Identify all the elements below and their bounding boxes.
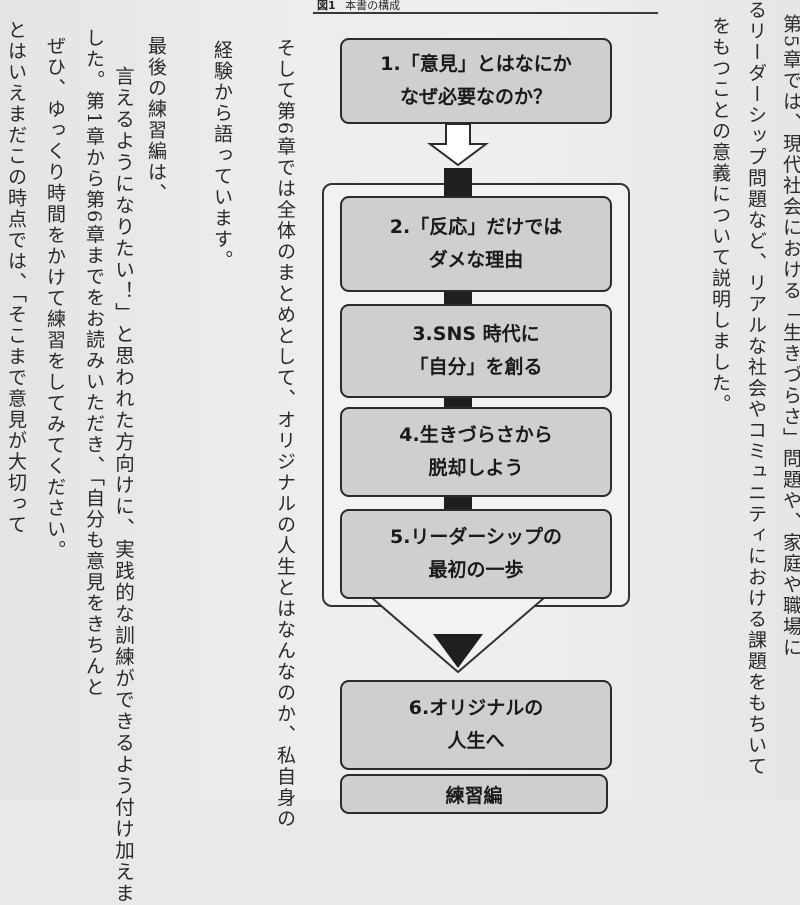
arrow-down-icon xyxy=(427,123,489,167)
flow-arrows xyxy=(369,123,547,674)
text-column: 経験から語っています。 xyxy=(211,40,233,271)
connector-bar xyxy=(444,396,472,410)
step-1-title: 1.「意見」とはなにか xyxy=(380,52,572,75)
step-2-title: 2.「反応」だけでは xyxy=(389,215,563,238)
text-column: 第5章では、現代社会における「生きづらさ」問題や、家庭や職場に xyxy=(780,14,800,659)
figure-label: 図1 xyxy=(317,0,336,12)
step-3-title: 3.SNS 時代に xyxy=(412,322,540,345)
connector-bar xyxy=(444,168,472,198)
step-6-title: 6.オリジナルの xyxy=(408,696,544,719)
step-1-subtitle: なぜ必要なのか？ xyxy=(399,86,552,108)
arrow-down-icon xyxy=(433,634,483,668)
connector-bar xyxy=(444,495,472,509)
figure-header: 図1 本書の構成 xyxy=(313,0,658,14)
step-5-box: 5.リーダーシップの 最初の一歩 xyxy=(340,509,612,599)
step-1-box: 1.「意見」とはなにか なぜ必要なのか？ xyxy=(340,38,612,124)
connector-bar xyxy=(444,290,472,304)
figure-title: 本書の構成 xyxy=(345,0,401,12)
step-7-box: 練習編 xyxy=(340,774,608,814)
step-4-subtitle: 脱却しよう xyxy=(428,457,524,479)
text-column: そして第6章では全体のまとめとして、オリジナルの人生とはなんなのか、私自身の xyxy=(274,38,296,830)
text-column: るリーダーシップ問題など、リアルな社会やコミュニティにおける課題をもちいて xyxy=(745,0,767,777)
step-4-box: 4.生きづらさから 脱却しよう xyxy=(340,407,612,497)
text-column: とはいえまだこの時点では、「そこまで意見が大切って xyxy=(5,20,27,536)
step-7-title: 練習編 xyxy=(445,785,503,807)
text-column: 言えるようになりたい！」と思われた方向けに、実践的な訓練ができるよう付け加えま xyxy=(111,66,135,905)
step-5-subtitle: 最初の一歩 xyxy=(428,559,524,581)
text-column: 最後の練習編は、 xyxy=(145,36,167,204)
step-2-box: 2.「反応」だけでは ダメな理由 xyxy=(340,196,612,292)
step-6-box: 6.オリジナルの 人生へ xyxy=(340,680,612,770)
step-5-title: 5.リーダーシップの xyxy=(389,525,563,548)
step-2-subtitle: ダメな理由 xyxy=(428,249,524,271)
step-4-title: 4.生きづらさから xyxy=(399,423,553,446)
step-3-box: 3.SNS 時代に 「自分」を創る xyxy=(340,304,612,398)
text-column: ぜひ、ゆっくり時間をかけて練習をしてみてください。 xyxy=(44,36,66,561)
step-6-subtitle: 人生へ xyxy=(447,730,505,752)
text-column: した。第1章から第6章までをお読みいただき、「自分も意見をきちんと xyxy=(83,28,105,698)
text-column: をもつことの意義について説明しました。 xyxy=(709,16,731,415)
step-3-subtitle: 「自分」を創る xyxy=(409,356,543,378)
